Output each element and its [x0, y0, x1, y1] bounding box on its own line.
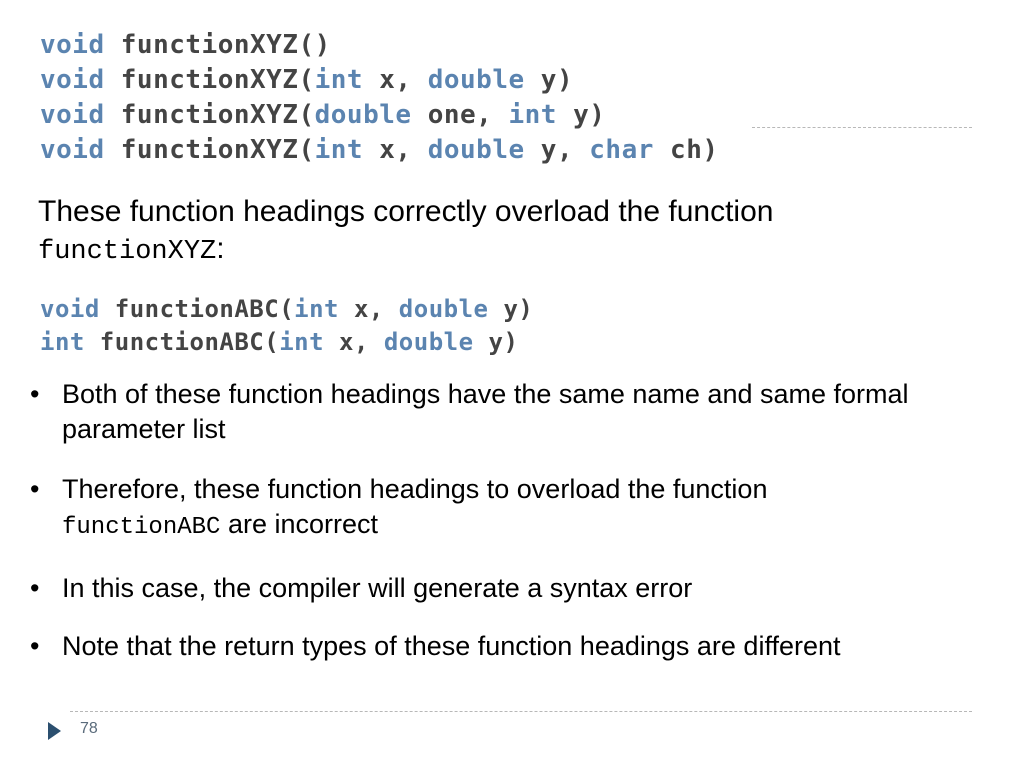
- code-text: functionXYZ(: [104, 65, 315, 95]
- code-keyword: int: [508, 100, 557, 130]
- intro-suffix: :: [216, 232, 225, 265]
- code-block-function-abc: void functionABC(int x, double y) int fu…: [40, 293, 533, 359]
- bullet-item: • Both of these function headings have t…: [30, 377, 1010, 447]
- code-line: void functionXYZ(int x, double y, char c…: [40, 133, 719, 168]
- code-keyword: int: [314, 65, 364, 95]
- code-text: y: [556, 100, 590, 130]
- footer-divider: [70, 711, 972, 712]
- code-text: x,: [363, 135, 428, 165]
- code-block-function-xyz: void functionXYZ() void functionXYZ(int …: [40, 28, 719, 168]
- code-line: int functionABC(int x, double y): [40, 326, 533, 359]
- code-keyword: int: [40, 328, 85, 356]
- bullet-text: In this case, the compiler will generate…: [62, 573, 693, 603]
- code-keyword: void: [40, 30, 105, 60]
- inline-code: functionXYZ: [38, 237, 217, 267]
- bullet-text: are incorrect: [227, 509, 379, 539]
- code-text: x,: [339, 295, 399, 323]
- code-text: y: [473, 328, 504, 356]
- code-line: void functionXYZ(int x, double y): [40, 63, 719, 98]
- code-text: y,: [524, 135, 590, 165]
- code-text: functionXYZ(: [104, 135, 315, 165]
- intro-paragraph: These function headings correctly overlo…: [38, 193, 998, 271]
- code-keyword: void: [40, 65, 105, 95]
- bullet-item: • In this case, the compiler will genera…: [30, 571, 1010, 606]
- code-text: ): [314, 30, 331, 60]
- code-text: functionXYZ(: [104, 100, 315, 130]
- code-keyword: int: [294, 295, 339, 323]
- code-line: void functionXYZ(double one, int y): [40, 98, 719, 133]
- code-text: functionABC(: [84, 328, 280, 356]
- code-text: ): [503, 328, 519, 356]
- bullet-list: • Both of these function headings have t…: [30, 377, 1010, 664]
- bullet-icon: •: [30, 474, 40, 504]
- code-text: y: [524, 65, 557, 95]
- code-text: x,: [324, 328, 384, 356]
- bullet-text: Note that the return types of these func…: [62, 631, 841, 661]
- code-keyword: void: [40, 135, 105, 165]
- dashed-divider: [752, 127, 972, 128]
- code-text: functionXYZ(: [104, 30, 315, 60]
- bullet-item: • Note that the return types of these fu…: [30, 629, 1010, 664]
- code-keyword: void: [40, 295, 100, 323]
- code-line: void functionXYZ(): [40, 28, 719, 63]
- code-text: ch: [653, 135, 703, 165]
- code-keyword: double: [427, 65, 525, 95]
- code-text: y: [488, 295, 519, 323]
- code-text: ): [556, 65, 574, 95]
- bullet-icon: •: [30, 631, 40, 661]
- code-keyword: double: [314, 100, 412, 130]
- code-keyword: double: [383, 328, 474, 356]
- bullet-icon: •: [30, 573, 40, 603]
- code-text: ): [518, 295, 534, 323]
- code-keyword: double: [427, 135, 525, 165]
- code-text: functionABC(: [99, 295, 295, 323]
- bullet-icon: •: [30, 379, 40, 409]
- bullet-text: Therefore, these function headings to ov…: [62, 474, 768, 504]
- intro-text: These function headings correctly overlo…: [38, 195, 774, 228]
- code-keyword: int: [279, 328, 325, 356]
- code-text: ): [702, 135, 719, 165]
- code-text: x,: [363, 65, 428, 95]
- page-number: 78: [80, 720, 98, 737]
- triangle-marker-icon: [48, 722, 61, 740]
- code-text: ): [589, 100, 606, 130]
- bullet-item: • Therefore, these function headings to …: [30, 472, 1010, 545]
- code-keyword: double: [398, 295, 489, 323]
- code-keyword: char: [589, 135, 654, 165]
- code-text: one,: [411, 100, 509, 130]
- code-keyword: int: [314, 135, 364, 165]
- code-line: void functionABC(int x, double y): [40, 293, 533, 326]
- code-keyword: void: [40, 100, 105, 130]
- bullet-text: Both of these function headings have the…: [62, 379, 909, 444]
- inline-code: functionABC: [62, 514, 221, 541]
